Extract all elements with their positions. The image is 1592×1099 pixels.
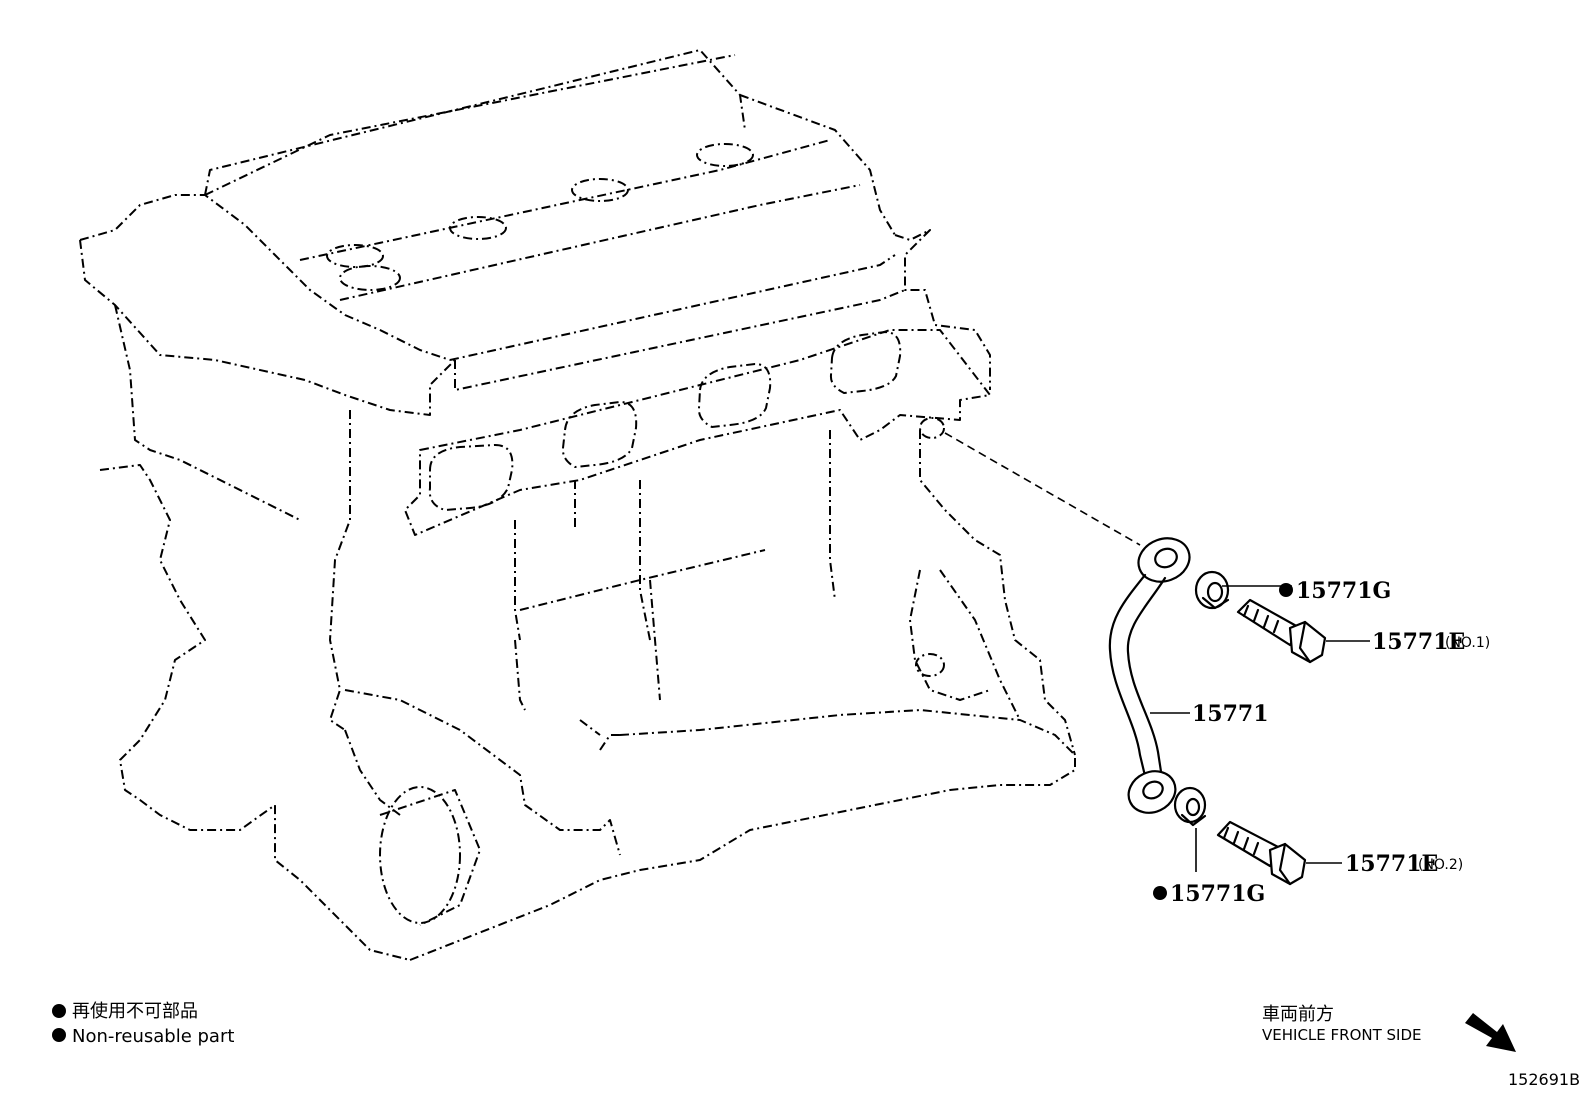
legend-japanese: 再使用不可部品	[72, 1001, 198, 1022]
pipe-tube	[1108, 573, 1148, 782]
pipe-tube-edge	[1126, 576, 1167, 780]
non-reusable-mark-lower	[1153, 886, 1167, 900]
non-reusable-mark-upper	[1279, 583, 1293, 597]
direction-english: VEHICLE FRONT SIDE	[1262, 1026, 1422, 1044]
legend-mark-jp	[52, 1004, 66, 1018]
direction-japanese: 車両前方	[1262, 1004, 1334, 1025]
label-bolt-no2-note: (NO.2)	[1418, 857, 1463, 873]
bolt-no2	[1216, 820, 1307, 886]
bolt-no1	[1236, 598, 1327, 664]
pipe-lower-eye	[1127, 770, 1177, 814]
label-gasket-upper: 15771G	[1296, 578, 1391, 604]
label-bolt-no1: 15771E	[1372, 629, 1465, 655]
label-bolt-no1-note: (NO.1)	[1445, 635, 1490, 651]
gasket-upper	[1194, 570, 1230, 610]
locating-line	[944, 432, 1141, 546]
engine-block-outline	[79, 49, 1076, 961]
label-pipe: 15771	[1192, 701, 1269, 727]
legend-mark-en	[52, 1028, 66, 1042]
label-gasket-lower: 15771G	[1170, 881, 1265, 907]
gasket-lower	[1173, 786, 1207, 827]
front-direction-arrow-icon	[1465, 1013, 1516, 1052]
legend-english: Non-reusable part	[72, 1026, 234, 1047]
illustration-code: 152691B	[1508, 1070, 1580, 1089]
label-bolt-no2: 15771E	[1345, 851, 1438, 877]
pipe-upper-eye	[1137, 537, 1191, 583]
